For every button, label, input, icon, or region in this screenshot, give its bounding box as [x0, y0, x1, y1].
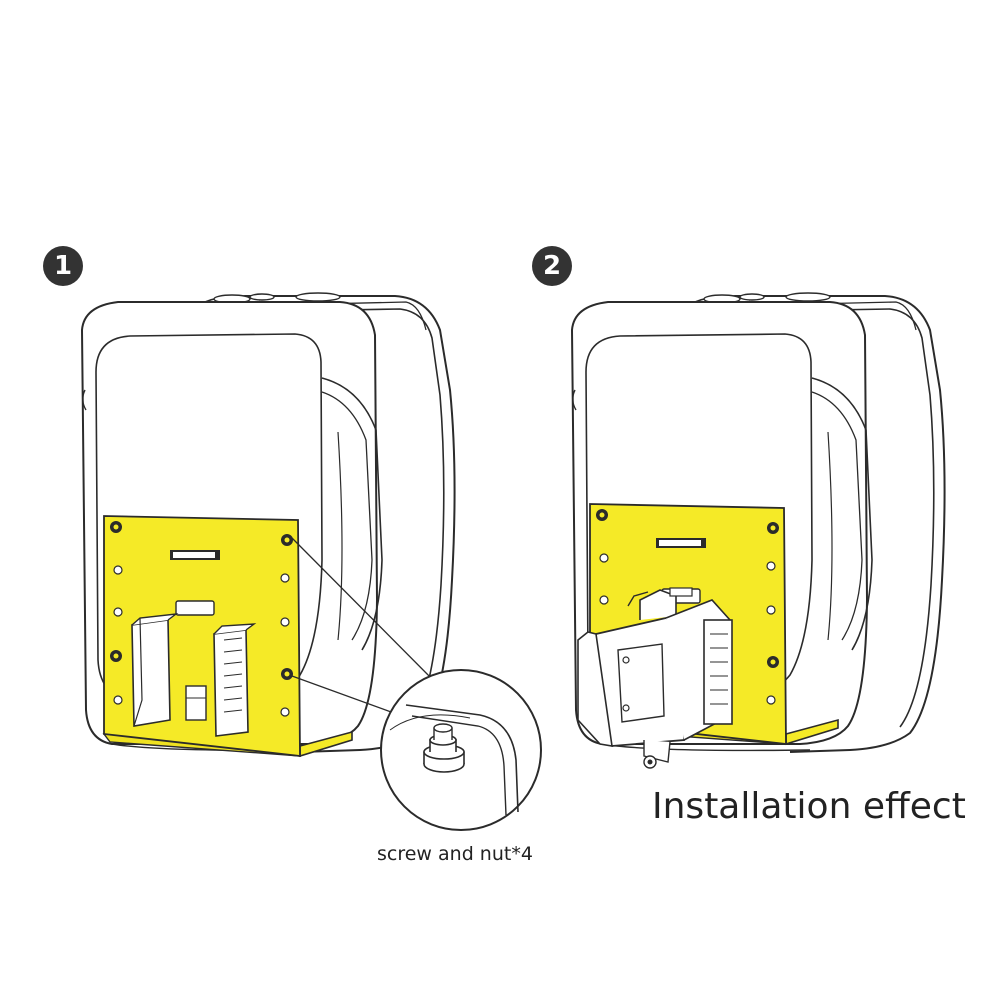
step-badge-2: 2 [532, 246, 572, 286]
step2-illustration [571, 292, 946, 769]
step-badge-1: 1 [43, 246, 83, 286]
step1-illustration [81, 292, 542, 831]
callout-line [291, 675, 403, 717]
mounted-clip-adapter [577, 587, 733, 769]
screw-caption: screw and nut*4 [377, 843, 533, 865]
installation-caption: Installation effect [652, 786, 966, 827]
screw-detail-magnifier [380, 669, 542, 831]
callout-line [291, 537, 444, 691]
plate-tabs [131, 613, 257, 737]
